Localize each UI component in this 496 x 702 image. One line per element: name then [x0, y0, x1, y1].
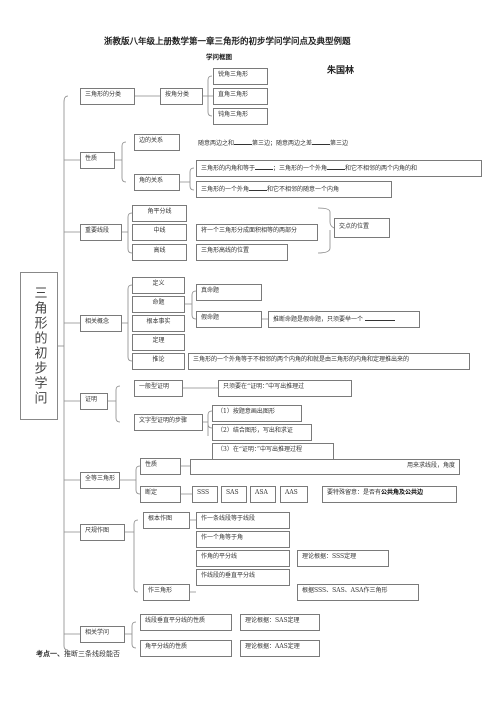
- construct-segment: 作一条线段等于线段: [196, 512, 290, 529]
- node-proof: 证明: [80, 393, 108, 410]
- perpendicular-bisector-basis: 理论根据：SAS定理: [240, 614, 320, 631]
- node-acute: 锐角三角形: [213, 68, 268, 85]
- node-general-proof: 一般型证明: [134, 380, 183, 397]
- angle-bisector-basis: 理论根据：SSS定理: [297, 550, 389, 567]
- construct-angle-bisector: 作角的平分线: [196, 550, 290, 567]
- node-definition: 定义: [132, 277, 185, 294]
- exterior-angle-text: 三角形的一个外角和它不相邻的随意一个内角: [196, 181, 392, 198]
- proof-step-2: （2）结合图形，写出和求证: [212, 424, 312, 441]
- perpendicular-bisector-property: 线段垂直平分线的性质: [140, 614, 232, 631]
- proof-step-3: （3）在“证明：”中写出推理过程: [212, 443, 334, 460]
- criterion-aas: AAS: [280, 486, 308, 503]
- angle-bisector-property-basis: 理论根据：AAS定理: [240, 640, 320, 657]
- node-congruent-properties: 性质: [140, 458, 181, 475]
- exam-point: 考点一、推断三条线段能否: [36, 649, 120, 659]
- node-angle-relation: 角的关系: [134, 174, 180, 191]
- corollary-description: 三角形的一个外角等于不相邻的两个内角的和就是由三角形的内角和定理推出来的: [188, 353, 470, 370]
- node-median: 中线: [132, 224, 187, 241]
- altitude-description: 三角形高线的位置: [196, 244, 288, 261]
- congruent-criteria-hint: 要特殊留意：是否有公共角及公共边: [322, 486, 457, 503]
- median-description: 将一个三角形分成面积相等的两部分: [196, 224, 318, 241]
- node-text-proof-steps: 文字型证明的步骤: [134, 414, 203, 431]
- node-congruent-criteria: 断定: [140, 486, 181, 503]
- node-true-proposition: 真命题: [196, 284, 262, 301]
- criterion-sss: SSS: [192, 486, 218, 503]
- angle-bisector-property: 角平分线的性质: [140, 640, 232, 657]
- node-construct-triangle: 作三角形: [143, 584, 190, 601]
- construct-triangle-basis: 根据SSS、SAS、ASA作三角形: [297, 584, 419, 601]
- node-altitude: 高线: [132, 244, 187, 261]
- node-obtuse: 钝角三角形: [213, 108, 268, 125]
- criterion-asa: ASA: [250, 486, 276, 503]
- root-node: 三角形的初步学问: [20, 272, 58, 420]
- document-title: 浙教版八年级上册数学第一章三角形的初步学问学问点及典型例题: [104, 37, 351, 47]
- node-theorem: 定理: [132, 334, 185, 351]
- node-properties: 性质: [80, 152, 115, 169]
- node-related-knowledge: 相关学问: [80, 626, 125, 643]
- side-relation-text: 随意两边之和第三边；随意两边之差第三边: [198, 140, 349, 147]
- node-angle-bisector: 角平分线: [132, 205, 187, 222]
- node-important-segments: 重要线段: [80, 224, 122, 241]
- criterion-sas: SAS: [221, 486, 247, 503]
- root-label: 三角形的初步学问: [31, 286, 47, 406]
- congruent-properties-description: 用来求线段，角度: [190, 459, 460, 475]
- node-proposition: 命题: [132, 296, 185, 313]
- false-proposition-description: 推断命题是假命题，只须要举一个: [268, 311, 420, 328]
- node-right: 直角三角形: [213, 88, 268, 105]
- general-proof-description: 只须要在“证明：”中写出推理过: [218, 380, 352, 397]
- node-basic-construction: 根本作图: [143, 512, 190, 529]
- author-name: 朱国林: [327, 66, 355, 76]
- construct-perpendicular-bisector: 作线段的垂直平分线: [196, 569, 290, 586]
- node-by-angle: 按角分类: [160, 88, 203, 105]
- document-subtitle: 学问框图: [206, 53, 232, 61]
- node-corollary: 推论: [132, 353, 185, 370]
- node-classify: 三角形的分类: [80, 88, 135, 105]
- node-congruent-triangles: 全等三角形: [80, 472, 120, 489]
- proof-step-1: （1）按题意画出图形: [212, 405, 302, 422]
- construct-angle: 作一个角等于角: [196, 531, 290, 548]
- node-related-concepts: 相关概念: [80, 315, 122, 332]
- node-basic-fact: 根本事实: [132, 315, 185, 332]
- node-side-relation: 边的关系: [134, 134, 180, 151]
- node-construction: 尺规作图: [80, 524, 125, 541]
- angle-sum-text: 三角形的内角和等于；三角形的一个外角和它不相邻的两个内角的和: [196, 160, 482, 177]
- node-false-proposition: 假命题: [196, 311, 262, 328]
- intersection-position: 交点的位置: [334, 218, 390, 238]
